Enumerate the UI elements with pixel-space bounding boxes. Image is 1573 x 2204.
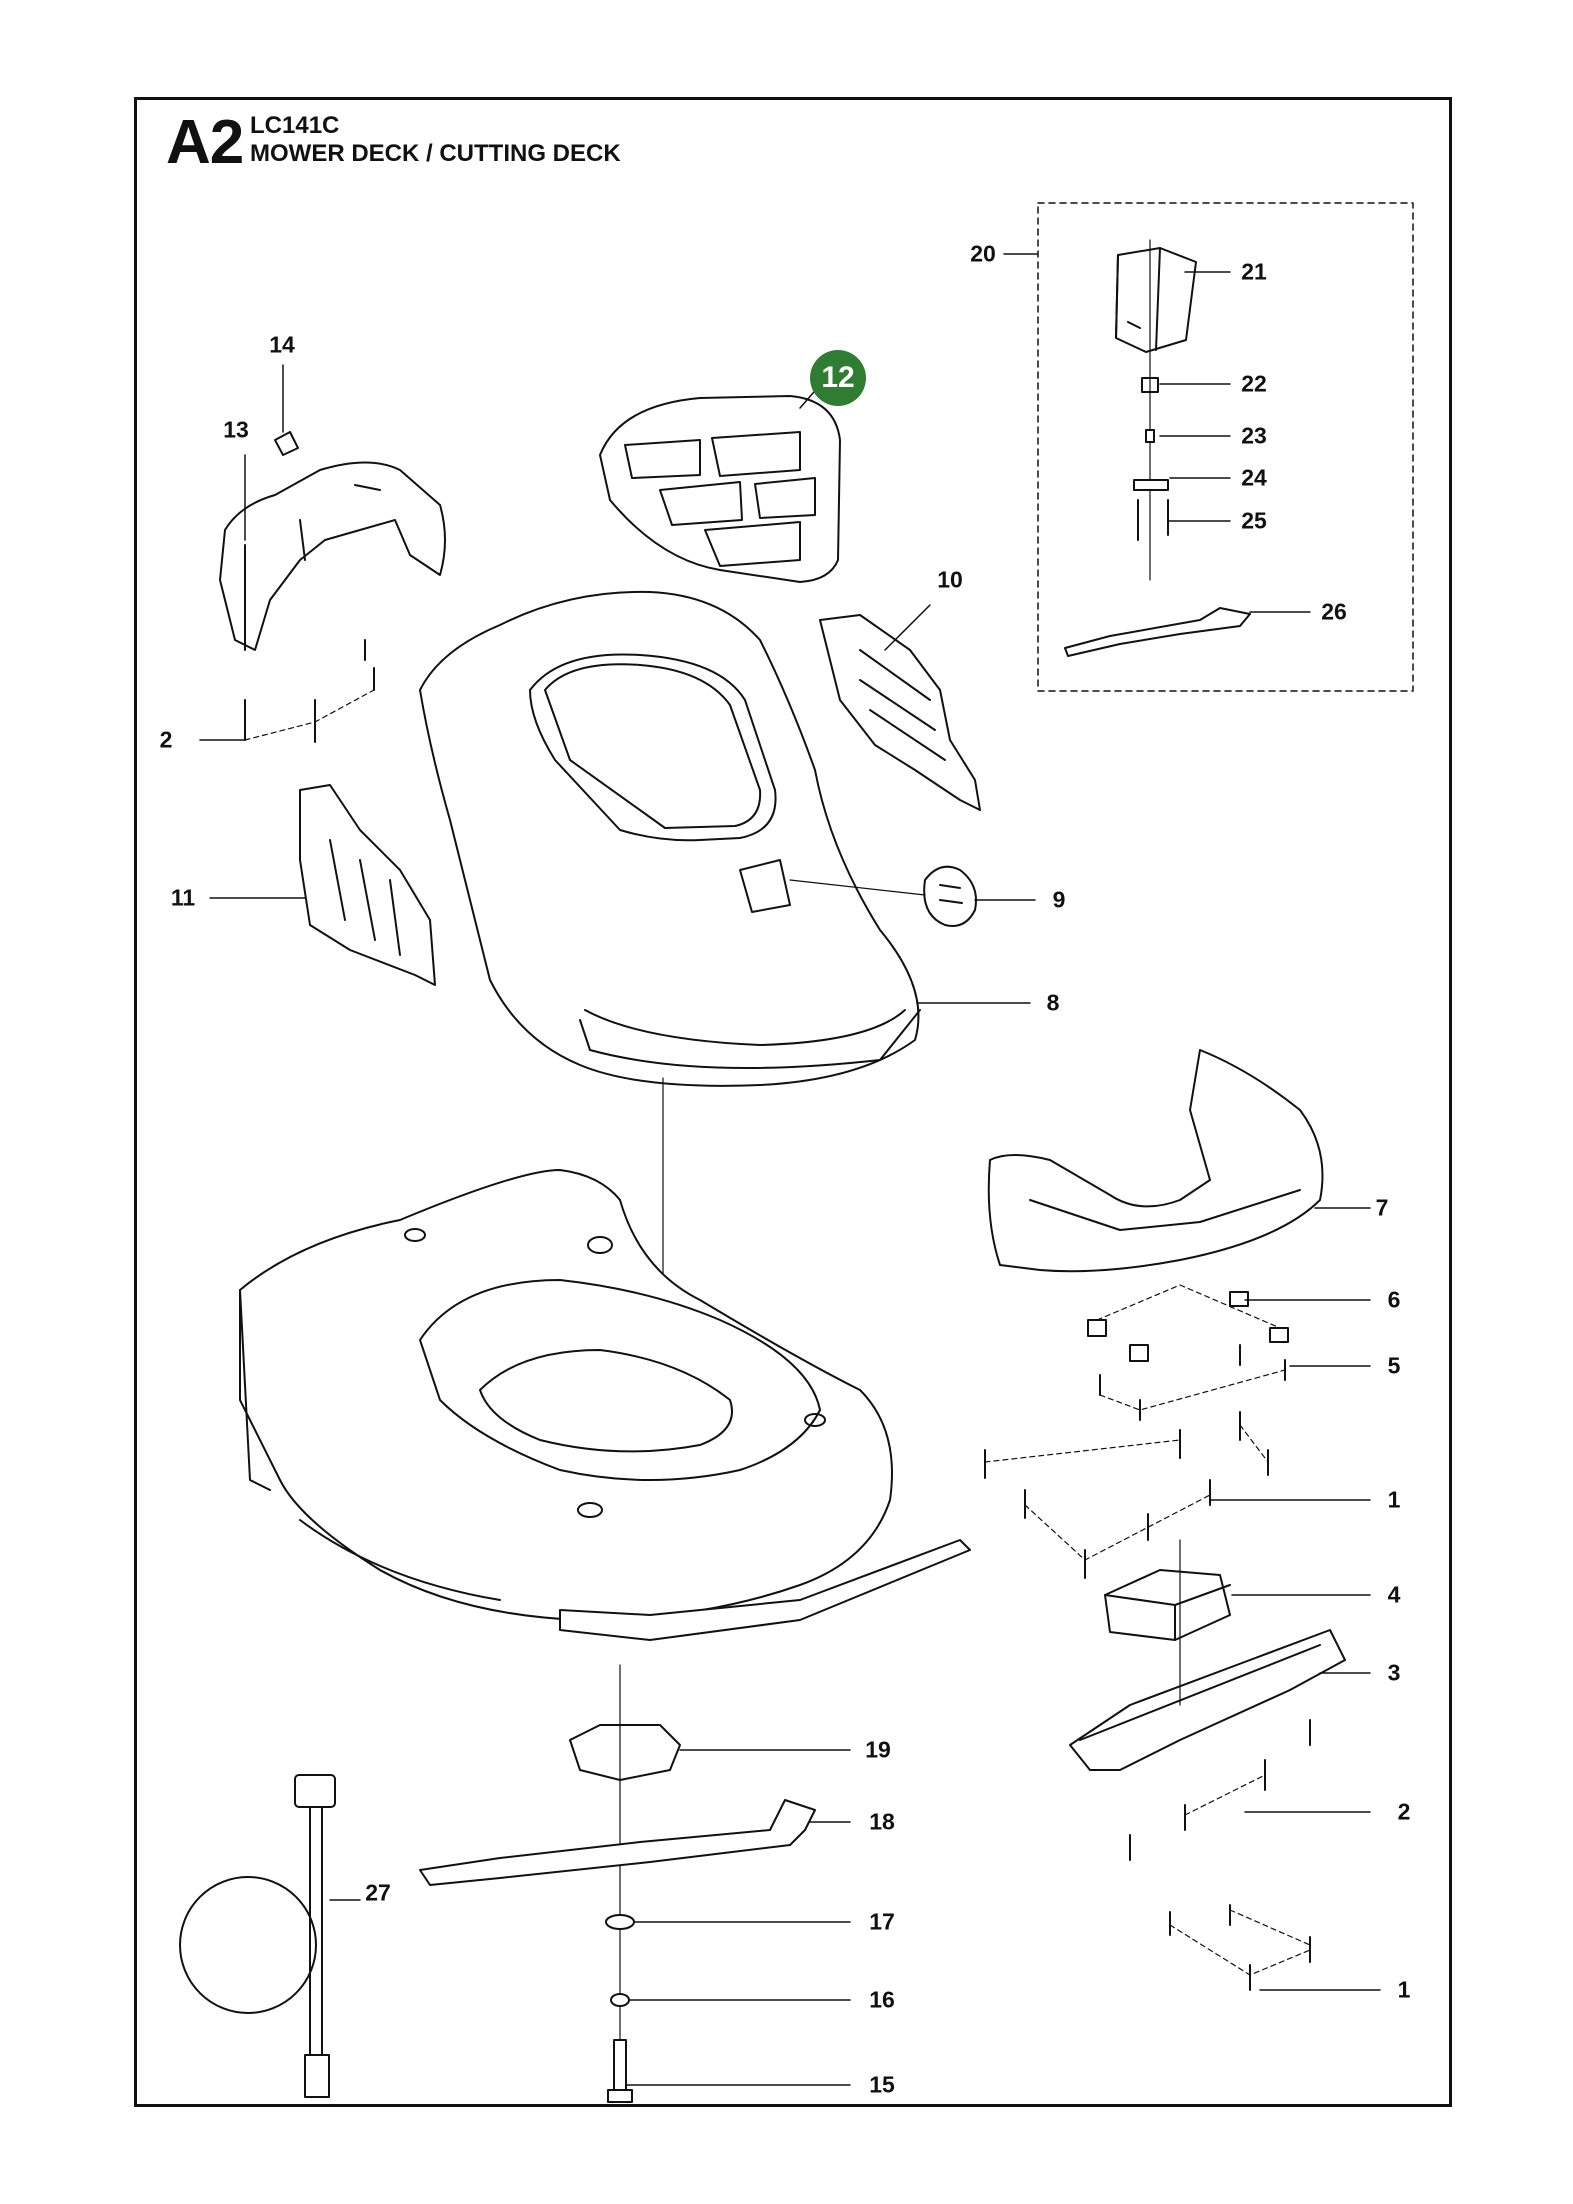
part-4-block — [1104, 1569, 1371, 1641]
callout-9: 9 — [1052, 886, 1066, 913]
part-3-tray — [1069, 1539, 1371, 1771]
callout-11: 11 — [170, 884, 196, 911]
part-12-grip — [599, 384, 841, 583]
part-1-screws-right — [984, 1411, 1371, 1579]
callout-13: 13 — [223, 416, 249, 443]
part-8-body — [419, 590, 1031, 1087]
section-title: MOWER DECK / CUTTING DECK — [250, 140, 621, 167]
callout-3: 3 — [1387, 1659, 1401, 1686]
part-27-cable — [179, 1774, 361, 2098]
part-2-screws-left — [199, 639, 375, 743]
part-2-screws-right — [1129, 1719, 1371, 1861]
section-code: A2 — [166, 108, 244, 177]
callout-1-lower: 1 — [1397, 1976, 1411, 2003]
callout-6: 6 — [1387, 1286, 1401, 1313]
part-24-bracket — [1133, 477, 1231, 491]
callout-17: 17 — [869, 1908, 895, 1935]
diagram-frame — [134, 97, 1452, 2107]
callout-15: 15 — [869, 2071, 895, 2098]
callout-7: 7 — [1375, 1194, 1389, 1221]
part-25-screws — [1137, 499, 1231, 541]
part-14-knob — [274, 364, 299, 456]
callout-19: 19 — [865, 1736, 891, 1763]
part-5-screws — [1099, 1344, 1371, 1421]
blade-kit-group-box — [1037, 202, 1414, 692]
part-22-clip — [1141, 377, 1231, 393]
part-18-blade — [419, 1799, 851, 1886]
part-23-pin — [1145, 429, 1231, 443]
callout-20: 20 — [970, 240, 996, 267]
callout-23: 23 — [1241, 422, 1267, 449]
part-9-badge — [789, 865, 1036, 927]
model-number: LC141C — [250, 112, 340, 139]
part-13-rear-flap — [219, 454, 446, 651]
part-16-nut — [610, 1993, 851, 2007]
callout-16: 16 — [869, 1986, 895, 2013]
callout-14: 14 — [269, 331, 295, 358]
callout-5: 5 — [1387, 1352, 1401, 1379]
callout-4: 4 — [1387, 1581, 1401, 1608]
cutting-deck-chassis — [239, 1169, 971, 1641]
callout-10: 10 — [937, 566, 963, 593]
callout-21: 21 — [1241, 258, 1267, 285]
callout-27: 27 — [365, 1879, 391, 1906]
part-7-bumper — [987, 1049, 1371, 1273]
callout-22: 22 — [1241, 370, 1267, 397]
part-6-clips — [1087, 1284, 1371, 1362]
part-15-bolt — [607, 2039, 851, 2103]
part-1-screws-lower — [1169, 1904, 1381, 1991]
callout-1-upper: 1 — [1387, 1486, 1401, 1513]
part-26-blade — [1064, 607, 1311, 657]
callout-18: 18 — [869, 1808, 895, 1835]
callout-24: 24 — [1241, 464, 1267, 491]
callout-26: 26 — [1321, 598, 1347, 625]
part-11-side-panel — [209, 784, 436, 986]
part-10-side-panel — [819, 604, 981, 811]
callout-2-lower-right: 2 — [1397, 1798, 1411, 1825]
part-17-washer — [605, 1914, 851, 1930]
callout-25: 25 — [1241, 507, 1267, 534]
callout-8: 8 — [1046, 989, 1060, 1016]
highlighted-callout-12[interactable]: 12 — [810, 350, 866, 406]
callout-2-upper-left: 2 — [159, 726, 173, 753]
part-21-guard — [1115, 247, 1231, 353]
